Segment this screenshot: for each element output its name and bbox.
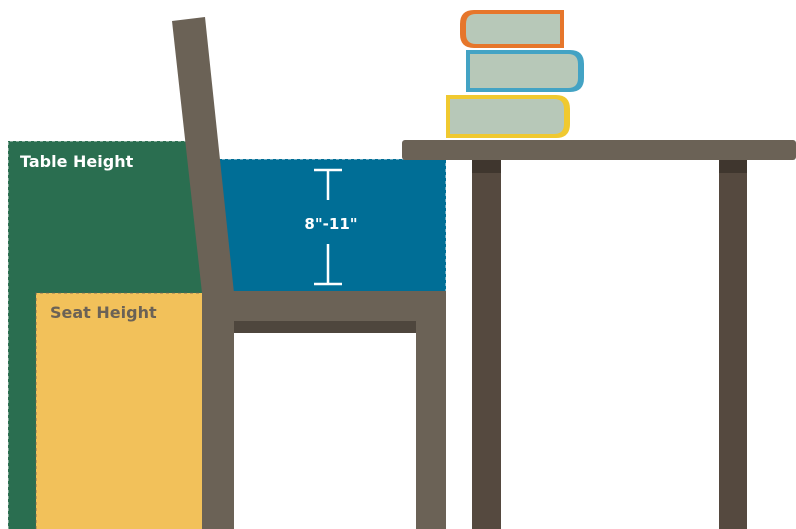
seat-height-zone — [36, 293, 208, 529]
chair-front-leg — [416, 321, 446, 529]
clearance-dimension-marker — [314, 168, 342, 286]
table-right-leg — [719, 160, 747, 529]
table-top — [402, 140, 796, 160]
book-middle — [466, 50, 584, 92]
book-bottom — [446, 95, 570, 138]
table-right-leg-shadow — [719, 160, 747, 173]
table-height-label: Table Height — [20, 152, 134, 171]
table-left-leg-shadow — [472, 160, 501, 173]
table-height-zone-border — [7, 140, 218, 529]
seat-height-zone-border — [35, 292, 208, 529]
chair-seat-shadow — [234, 321, 416, 333]
table-left-leg — [472, 160, 501, 529]
seat-height-label: Seat Height — [50, 303, 157, 322]
chair-back-leg — [202, 321, 234, 529]
book-top — [460, 10, 564, 48]
chair-seat — [202, 291, 446, 321]
chair-backrest — [172, 17, 234, 293]
clearance-label: 8"-11" — [304, 215, 357, 233]
